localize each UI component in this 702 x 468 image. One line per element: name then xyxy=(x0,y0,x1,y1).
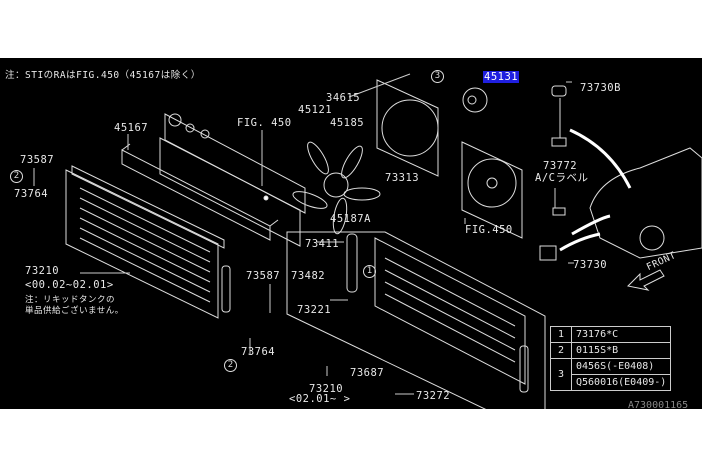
part-73730[interactable]: 73730 xyxy=(573,259,608,271)
legend-part[interactable]: 0456S(-E0408) xyxy=(570,358,672,375)
legend-row: Q560016(E0409-) xyxy=(551,374,672,391)
vehicle-drawing xyxy=(539,85,702,261)
callout-3: 3 xyxy=(431,70,444,83)
fan-assembly-fig450-drawing xyxy=(461,141,523,239)
part-73411[interactable]: 73411 xyxy=(305,238,340,250)
callout-1: 1 xyxy=(363,265,376,278)
part-73764[interactable]: 73764 xyxy=(14,188,49,200)
date-range: <00.02~02.01> xyxy=(25,279,114,291)
part-73587[interactable]: 73587 xyxy=(246,270,281,282)
part-45185[interactable]: 45185 xyxy=(330,117,365,129)
part-73272[interactable]: 73272 xyxy=(416,390,451,402)
legend-num: 1 xyxy=(550,326,572,343)
front-arrow-icon xyxy=(626,269,665,291)
legend-part[interactable]: 0115S*B xyxy=(570,342,672,359)
legend-num: 3 xyxy=(550,358,572,391)
part-73221[interactable]: 73221 xyxy=(297,304,332,316)
part-73210[interactable]: 73210 xyxy=(309,383,344,395)
fan-blade-drawing xyxy=(292,141,381,235)
part-34615[interactable]: 34615 xyxy=(326,92,361,104)
legend-num: 2 xyxy=(550,342,572,359)
radiator-drawing xyxy=(121,113,306,247)
liquid-tank-note: 単品供給ございません。 xyxy=(25,306,124,316)
diagram-code: A730001165 xyxy=(628,400,689,411)
part-45121[interactable]: 45121 xyxy=(298,104,333,116)
part-73313[interactable]: 73313 xyxy=(385,172,420,184)
part-73772[interactable]: 73772 xyxy=(543,160,578,172)
part-45187A[interactable]: 45187A xyxy=(330,213,371,225)
condenser-right-drawing xyxy=(286,231,546,409)
ac-label-text: A/Cラベル xyxy=(535,172,589,184)
legend-part[interactable]: 73176*C xyxy=(570,326,672,343)
part-73687[interactable]: 73687 xyxy=(350,367,385,379)
fig-450-link[interactable]: FIG. 450 xyxy=(237,117,292,129)
part-73764[interactable]: 73764 xyxy=(241,346,276,358)
part-73587[interactable]: 73587 xyxy=(20,154,55,166)
stii-ra-note: 注：STIのRAはFIG.450（45167は除く） xyxy=(5,70,201,81)
fan-shroud-drawing xyxy=(376,79,488,177)
callout-2: 2 xyxy=(10,170,23,183)
liquid-tank-note: 注：リキッドタンクの xyxy=(25,295,116,305)
diagram-drawing xyxy=(33,73,702,409)
part-73730B[interactable]: 73730B xyxy=(580,82,621,94)
part-45167[interactable]: 45167 xyxy=(114,122,149,134)
date-range: <02.01~ > xyxy=(289,393,351,405)
callout-2: 2 xyxy=(224,359,237,372)
part-45131-selected[interactable]: 45131 xyxy=(483,71,520,83)
condenser-left-drawing xyxy=(65,165,231,319)
part-73210[interactable]: 73210 xyxy=(25,265,60,277)
leader-lines xyxy=(33,73,574,395)
diagram-canvas xyxy=(0,58,702,409)
fig-450-link[interactable]: FIG.450 xyxy=(465,224,513,236)
legend-part[interactable]: Q560016(E0409-) xyxy=(570,374,672,391)
part-73482[interactable]: 73482 xyxy=(291,270,326,282)
